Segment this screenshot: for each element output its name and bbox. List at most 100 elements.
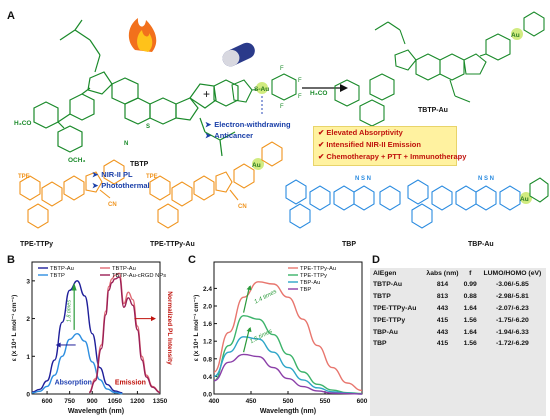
emission-label: Emission <box>115 380 146 387</box>
y-tick-label: 3 <box>26 278 30 285</box>
x-tick-label: 400 <box>209 398 220 405</box>
y-tick-label: 2.0 <box>203 304 212 311</box>
legend-label: TBP <box>300 287 311 293</box>
legend-label: TPE-TTPy-Au <box>300 266 336 272</box>
table-cell: 443 <box>436 328 449 336</box>
x-tick-label: 900 <box>87 398 98 405</box>
x-tick-label: 1200 <box>130 398 145 405</box>
plot-frame <box>31 261 161 395</box>
svg-text:H₃CO: H₃CO <box>310 90 327 97</box>
table-cell: 415 <box>436 316 449 324</box>
panel-label-d: D <box>372 254 380 266</box>
y-tick-label: 1.2 <box>203 339 212 346</box>
feature-nir-ii-pl-text: NIR-II PL <box>101 170 133 179</box>
tbp-label: TBP <box>342 241 356 248</box>
x-tick-label: 450 <box>246 398 257 405</box>
tpe-ttpy-structure <box>19 159 125 229</box>
feature-electron-withdrawing-text: Electron-withdrawing <box>214 120 291 129</box>
tpe-ttpy-label: TPE-TTPy <box>20 241 53 248</box>
legend-label: TBTP-Au <box>112 266 136 272</box>
feature-photothermal-text: Photothermal <box>101 181 150 190</box>
y-tick-label: 0.0 <box>203 392 212 399</box>
svg-text:N: N <box>124 141 128 147</box>
series-line <box>88 276 161 394</box>
benefit-text: Intensified NIR-II Emission <box>326 140 421 149</box>
ratio-label: 1.5 times <box>249 328 273 345</box>
emission-arrowhead <box>150 316 156 322</box>
legend-label: TBTP-Au <box>50 266 74 272</box>
table-cell: 1.56 <box>463 316 477 324</box>
panel-label-c: C <box>188 254 196 266</box>
series-line <box>88 272 161 393</box>
table-cell: -2.98/-5.81 <box>495 293 529 301</box>
table-cell: 415 <box>436 340 449 348</box>
table-cell: -2.07/-6.23 <box>495 304 529 312</box>
svg-text:TPE: TPE <box>18 174 30 180</box>
benefit-item: ✔ Chemotherapy + PTT + Immunotherapy <box>318 152 467 161</box>
svg-text:OCH₃: OCH₃ <box>68 157 85 164</box>
table-cell: TBTP-Au <box>373 281 403 289</box>
svg-text:CN: CN <box>238 204 247 210</box>
benefit-item: ✔ Intensified NIR-II Emission <box>318 140 421 149</box>
series-line <box>213 353 363 395</box>
svg-text:Au: Au <box>511 32 520 39</box>
svg-text:S-Au: S-Au <box>254 86 269 93</box>
ratio-label: 1.4 times <box>254 289 278 306</box>
svg-text:F: F <box>280 104 284 110</box>
tbtp-structure <box>33 19 239 157</box>
y-tick-label: 0.8 <box>203 356 212 363</box>
chemical-scheme: H₃CO OCH₃ N S TBTP + S-Au F F F F <box>14 11 549 248</box>
y-tick-label: 2.4 <box>203 286 212 293</box>
table-header: AIEgen <box>373 270 397 277</box>
y-tick-label: 1 <box>26 354 30 361</box>
tpe-ttpy-au-label: TPE-TTPy-Au <box>150 241 195 248</box>
panel-label-b: B <box>7 254 15 266</box>
table-cell: -1.72/-6.29 <box>495 340 529 348</box>
svg-text:F: F <box>280 66 284 72</box>
table-cell: 1.56 <box>463 340 477 348</box>
tbp-au-label: TBP-Au <box>468 241 494 248</box>
x-axis-label: Wavelength (nm) <box>260 408 316 415</box>
svg-text:F: F <box>298 94 302 100</box>
x-tick-label: 1050 <box>108 398 123 405</box>
table-cell: TPE-TTPy-Au <box>373 304 417 312</box>
absorption-arrowhead <box>55 342 61 348</box>
table-header: λabs (nm) <box>426 270 459 277</box>
table-cell: 813 <box>436 293 449 301</box>
benefit-item: ✔ Elevated Absorptivity <box>318 128 403 137</box>
legend-label: TBP-Au <box>300 280 320 286</box>
y-tick-label: 2 <box>26 316 30 323</box>
table-cell: 0.88 <box>463 293 477 301</box>
table-cell: -1.75/-6.20 <box>495 316 529 324</box>
benefit-text: Chemotherapy + PTT + Immunotherapy <box>326 152 467 161</box>
benefit-text: Elevated Absorptivity <box>326 128 403 137</box>
legend-label: TBTP <box>50 273 65 279</box>
ratio-arrow <box>243 327 251 353</box>
table-cell: 1.64 <box>463 304 477 312</box>
x-tick-label: 550 <box>320 398 331 405</box>
benefits-box: ✔ Elevated Absorptivity ✔ Intensified NI… <box>313 126 467 166</box>
properties-table: AIEgen λabs (nm) f LUMO/HOMO (eV) TBTP-A… <box>370 268 546 350</box>
svg-text:+: + <box>203 87 210 101</box>
svg-text:TPE: TPE <box>146 174 158 180</box>
table-background <box>370 268 546 416</box>
table-cell: TPE-TTPy <box>373 316 406 324</box>
ratio-label: 1.8 times <box>66 300 72 323</box>
x-tick-label: 600 <box>42 398 53 405</box>
table-cell: 0.99 <box>463 281 477 289</box>
x-tick-label: 750 <box>64 398 75 405</box>
table-header: f <box>469 270 472 277</box>
x-axis-label: Wavelength (nm) <box>68 408 124 415</box>
x-tick-label: 1350 <box>153 398 168 405</box>
svg-text:N S N: N S N <box>355 176 371 182</box>
tbp-structure <box>285 179 401 229</box>
series-line <box>213 314 363 395</box>
tbp-au-structure <box>407 179 521 229</box>
feature-electron-withdrawing: ➤Electron-withdrawing <box>205 120 291 129</box>
svg-text:H₃CO: H₃CO <box>14 120 31 127</box>
